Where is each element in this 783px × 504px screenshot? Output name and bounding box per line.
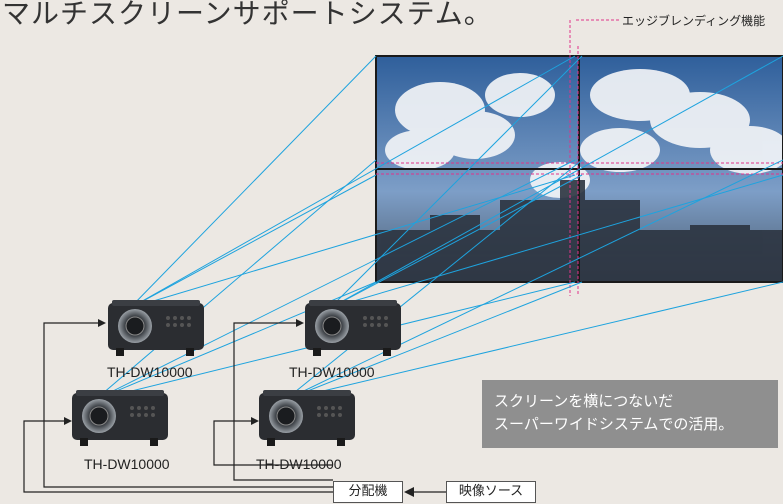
callout-line-1: スクリーンを横につないだ [494,392,674,410]
signal-wiring [23,322,446,493]
edge-blending-label: エッジブレンディング機能 [622,14,766,28]
callout-line-2: スーパーワイドシステムでの活用。 [494,415,734,433]
projector-3-model: TH-DW10000 [289,364,375,380]
distributor-box: 分配機 [333,481,403,503]
page-title: マルチスクリーンサポートシステム。 [2,0,493,30]
projector-3-body [305,300,401,356]
video-source-box: 映像ソース [446,481,536,503]
cloud-shapes [385,69,783,198]
projector-1-body [108,300,204,356]
projector-2-body [72,390,168,446]
callout-box: スクリーンを横につないだ スーパーワイドシステムでの活用。 [482,380,778,448]
edge-blending-guides [376,19,783,296]
projector-4-body [259,390,355,446]
projector-1-model: TH-DW10000 [107,364,193,380]
building-silhouette [376,180,783,282]
projector-4-model: TH-DW10000 [256,456,342,472]
arrowheads [64,319,414,497]
projector-2-model: TH-DW10000 [84,456,170,472]
